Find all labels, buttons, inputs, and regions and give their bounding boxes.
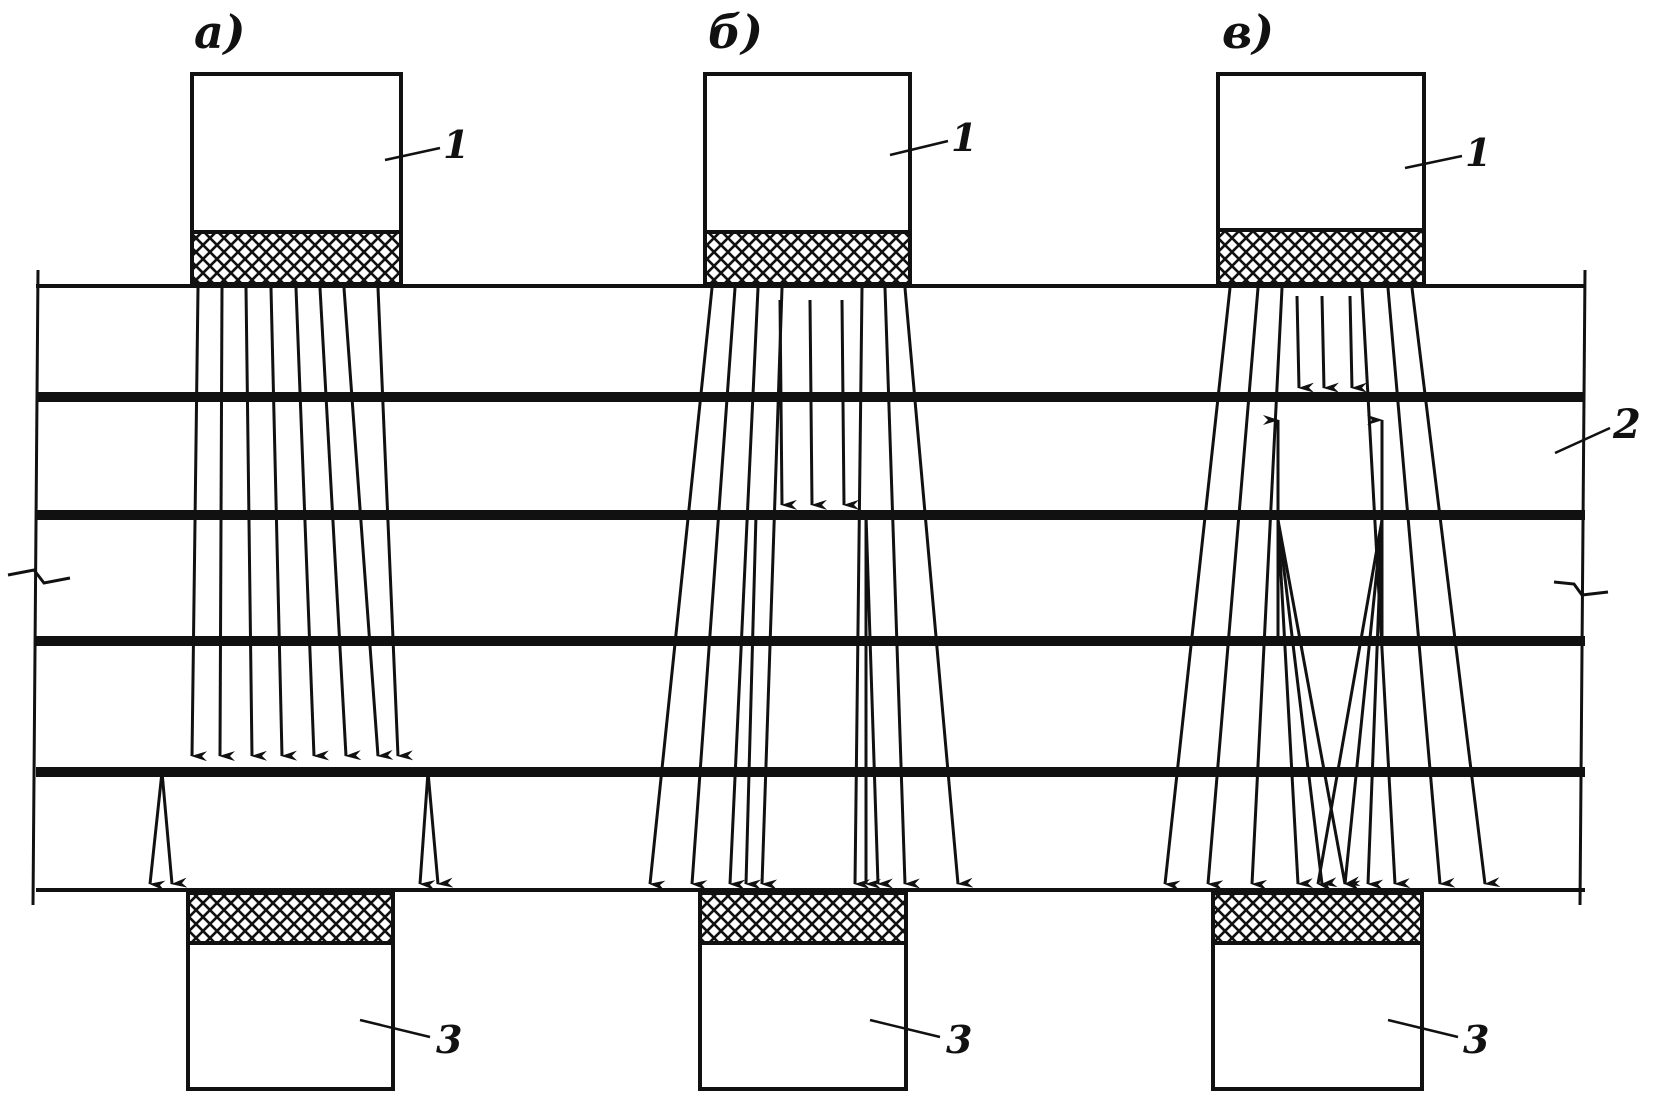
wave-ray [728,287,760,890]
reflected-ray [1366,519,1384,890]
leader-lines [359,139,1611,1039]
leader-1-c [1404,154,1463,170]
wave-ray [294,287,330,761]
wave-ray [342,287,394,760]
contact-layer [698,891,908,945]
transducer-bottom-c [1211,891,1424,1091]
short-ray [1348,295,1368,393]
left-break-mark [7,568,71,585]
leader-1-b [889,139,949,157]
transducer-bottom-label-a: 3 [436,1017,462,1062]
transducer-top-label-a: 1 [443,122,469,167]
reflected-ray [1276,519,1338,888]
wave-ray [1206,287,1260,891]
transducer-top-b [703,72,912,286]
reflected-ray [864,514,894,889]
wave-ray [648,287,714,891]
rays-panel-c [1163,287,1501,892]
leader-3-c [1387,1018,1459,1039]
transducer-top-c [1216,72,1426,286]
contact-layer [1211,891,1424,945]
side-ray [426,771,454,888]
wave-ray [690,287,737,891]
panel-label-c: в) [1222,5,1274,59]
wave-ray [218,287,236,762]
transducer-bottom-a [186,891,395,1091]
wave-ray [1410,287,1501,888]
reflected-ray [1276,519,1361,887]
transducer-bottom-label-b: 3 [946,1017,972,1062]
leader-3-a [359,1018,431,1039]
wave-ray [883,287,921,889]
wave-ray [903,287,974,888]
panel-label-a: a) [194,5,246,59]
contact-layer [1216,228,1426,286]
transducer-top-label-c: 1 [1465,130,1491,175]
reflected-ray [1276,519,1314,889]
specimen-right-edge [1578,269,1587,906]
transducer-bottom-b [698,891,908,1091]
wave-ray [376,287,414,761]
reflected-ray [1343,519,1384,891]
side-ray [148,771,166,891]
transducer-top-a [190,72,403,286]
wave-ray [760,287,784,890]
reflected-ray [1316,519,1384,892]
leader-2 [1554,426,1611,455]
transducer-bottom-label-c: 3 [1463,1017,1489,1062]
transducer-top-label-b: 1 [951,115,977,160]
right-break-mark [1553,580,1609,597]
wave-ray [244,287,268,761]
short-ray [1320,295,1340,393]
short-ray [1295,295,1315,393]
leader-3-b [869,1018,941,1039]
wave-ray [318,287,362,761]
contact-layer [186,891,395,945]
wave-ray [853,287,871,890]
panel-label-b: б) [708,5,763,59]
rays-panel-b [648,287,974,891]
short-ray [808,299,828,510]
reflected-ray [744,514,762,890]
wave-ray [269,287,298,761]
wave-ray [1250,287,1284,890]
contact-layer [190,230,403,286]
wave-ray [1386,287,1456,888]
short-ray [840,299,860,510]
side-ray [160,771,188,888]
leader-1-a [384,146,441,162]
wave-ray [1163,287,1232,891]
wave-ray [190,287,208,762]
specimen-left-edge [31,269,40,906]
rays-panel-a [148,287,454,891]
specimen-label: 2 [1612,401,1641,448]
contact-layer [703,230,912,286]
side-ray [418,771,436,891]
